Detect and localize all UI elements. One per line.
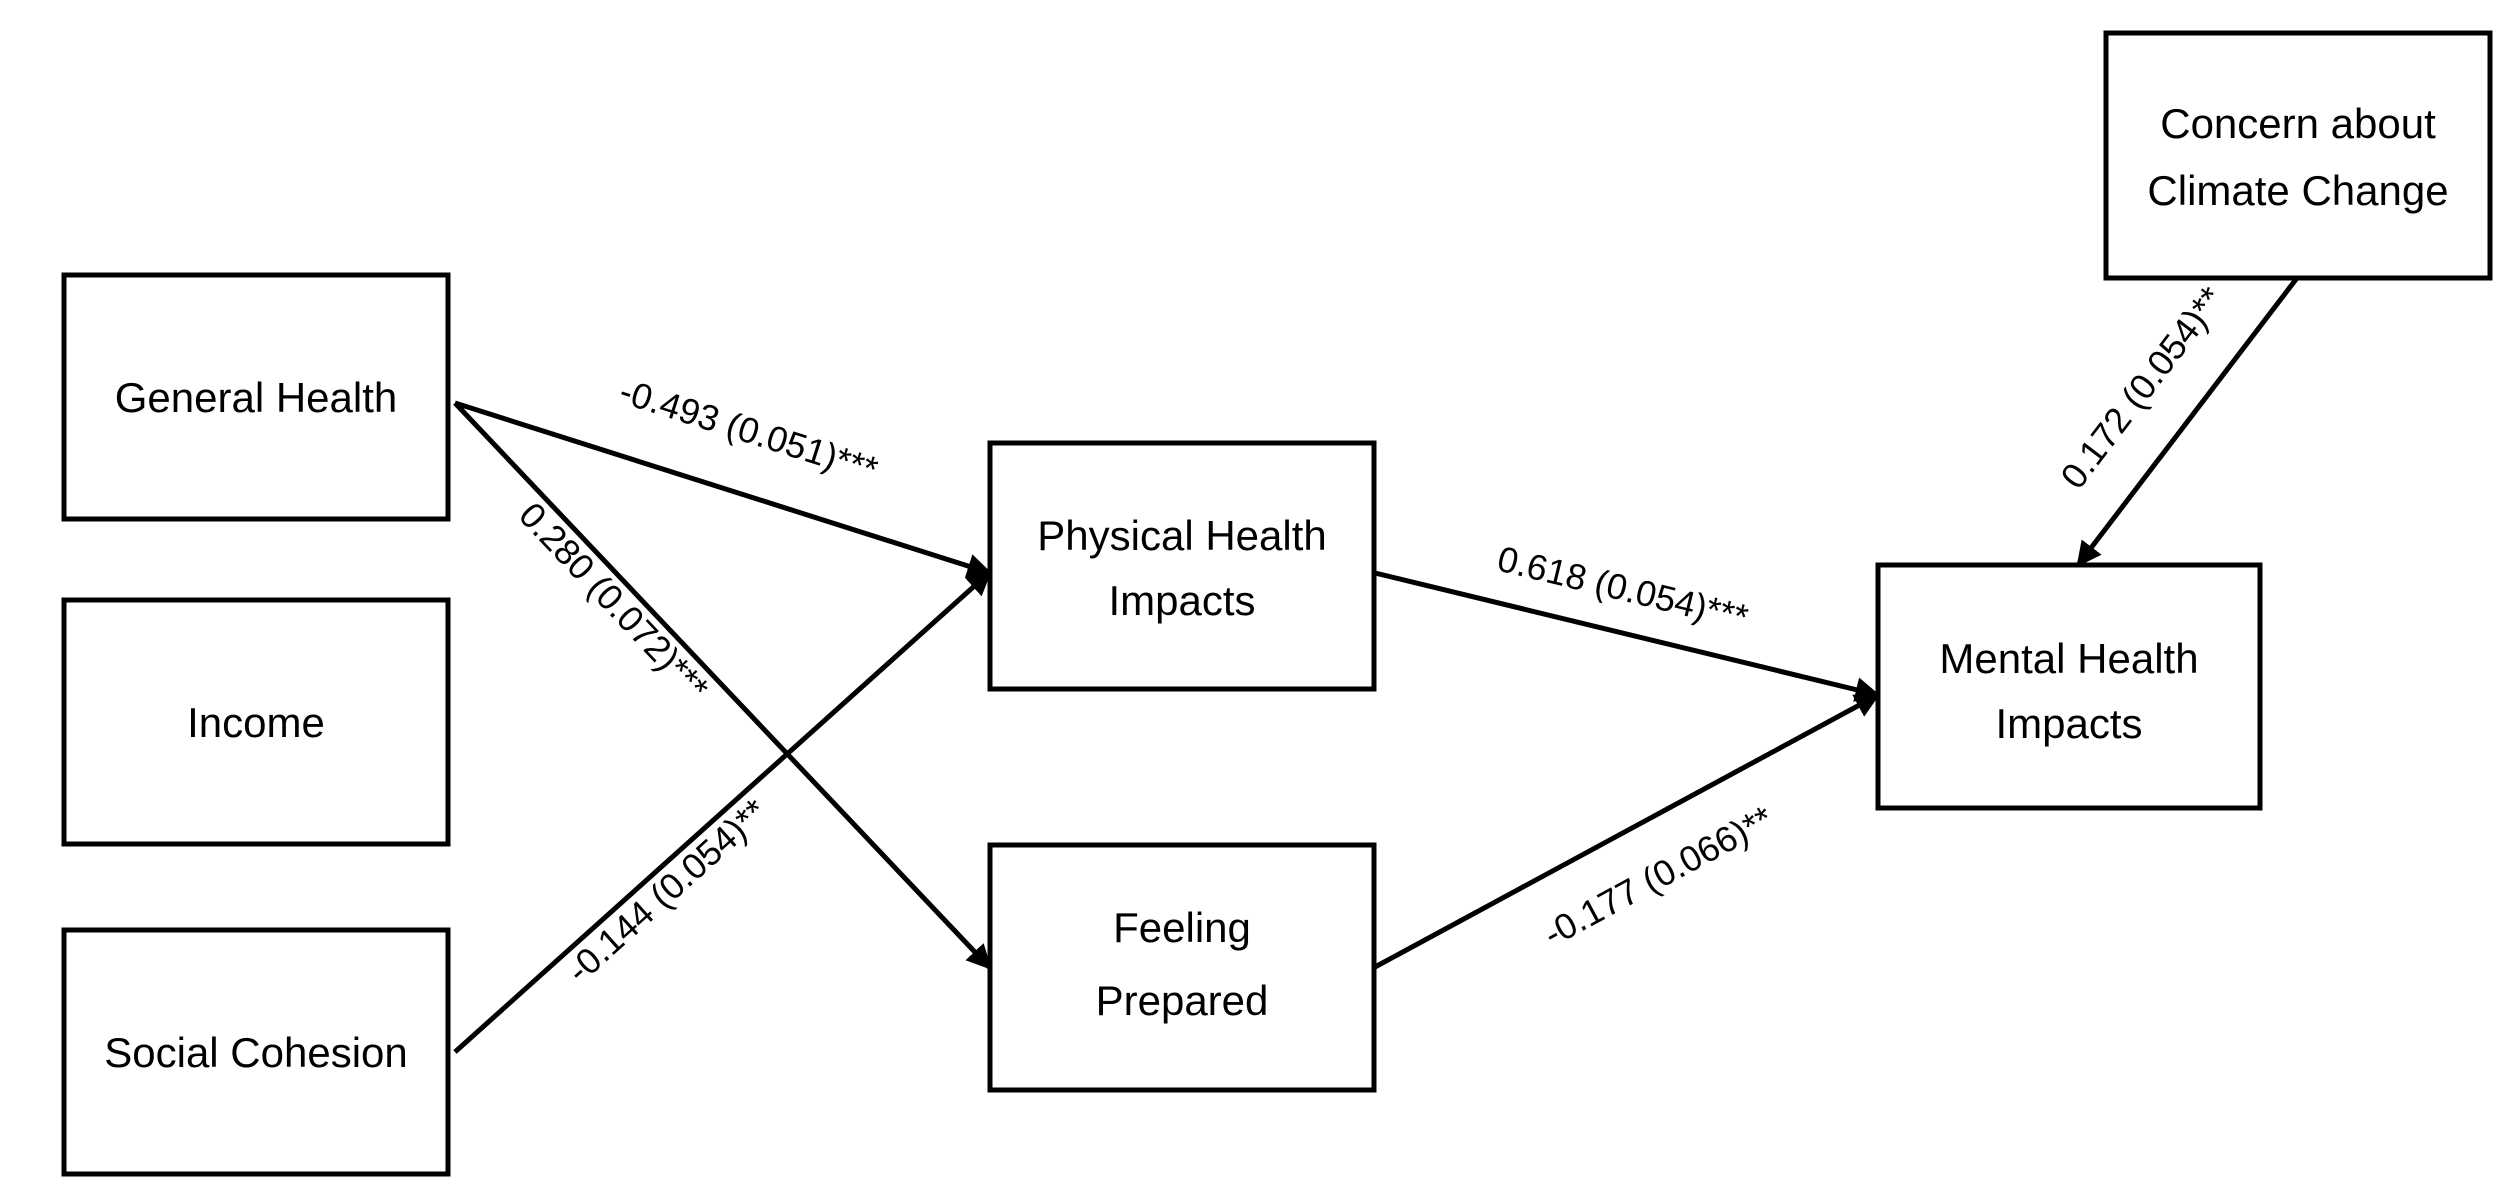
node-label: Physical Health bbox=[1037, 512, 1326, 559]
edge-line bbox=[2076, 276, 2299, 567]
edge-label: -0.144 (0.054)** bbox=[558, 791, 775, 991]
node-label: Concern about bbox=[2160, 100, 2436, 147]
edge-line bbox=[1374, 570, 1881, 702]
edge-social-cohesion-to-physical-health: -0.144 (0.054)** bbox=[453, 570, 992, 1054]
node-label: Impacts bbox=[1108, 577, 1255, 624]
node-social-cohesion: Social Cohesion bbox=[61, 927, 451, 1177]
edge-label: 0.618 (0.054)*** bbox=[1494, 538, 1753, 638]
node-label: Feeling bbox=[1113, 904, 1251, 951]
node-label: Income bbox=[187, 699, 325, 746]
edge-label: 0.280 (0.072)*** bbox=[511, 494, 717, 708]
node-label: Social Cohesion bbox=[104, 1029, 408, 1076]
edge-line bbox=[1373, 692, 1881, 970]
node-concern-about-climate-change: Concern about Climate Change bbox=[2103, 30, 2493, 281]
node-box bbox=[2103, 30, 2493, 281]
node-general-health: General Health bbox=[61, 272, 451, 522]
edge-label: 0.172 (0.054)** bbox=[2052, 279, 2232, 496]
node-box bbox=[987, 440, 1377, 692]
node-box bbox=[1875, 562, 2263, 811]
edge-line bbox=[454, 400, 993, 579]
edge-physical-health-to-mental-health: 0.618 (0.054)*** bbox=[1374, 538, 1881, 702]
node-box bbox=[61, 927, 451, 1177]
edge-feeling-prepared-to-mental-health: -0.177 (0.066)** bbox=[1373, 692, 1881, 970]
node-label: Prepared bbox=[1096, 977, 1269, 1024]
node-box bbox=[987, 842, 1377, 1093]
node-physical-health-impacts: Physical Health Impacts bbox=[987, 440, 1377, 692]
node-box bbox=[61, 597, 451, 847]
node-label: Mental Health bbox=[1939, 635, 2198, 682]
edge-label: -0.493 (0.051)*** bbox=[615, 370, 883, 490]
node-mental-health-impacts: Mental Health Impacts bbox=[1875, 562, 2263, 811]
node-box bbox=[61, 272, 451, 522]
node-feeling-prepared: Feeling Prepared bbox=[987, 842, 1377, 1093]
edge-climate-concern-to-mental-health: 0.172 (0.054)** bbox=[2052, 276, 2299, 567]
node-label: Climate Change bbox=[2147, 167, 2448, 214]
edge-line bbox=[453, 401, 992, 970]
node-label: Impacts bbox=[1995, 700, 2142, 747]
edge-line bbox=[453, 570, 992, 1054]
edge-label: -0.177 (0.066)** bbox=[1537, 798, 1780, 955]
node-income: Income bbox=[61, 597, 451, 847]
node-label: General Health bbox=[115, 374, 398, 421]
